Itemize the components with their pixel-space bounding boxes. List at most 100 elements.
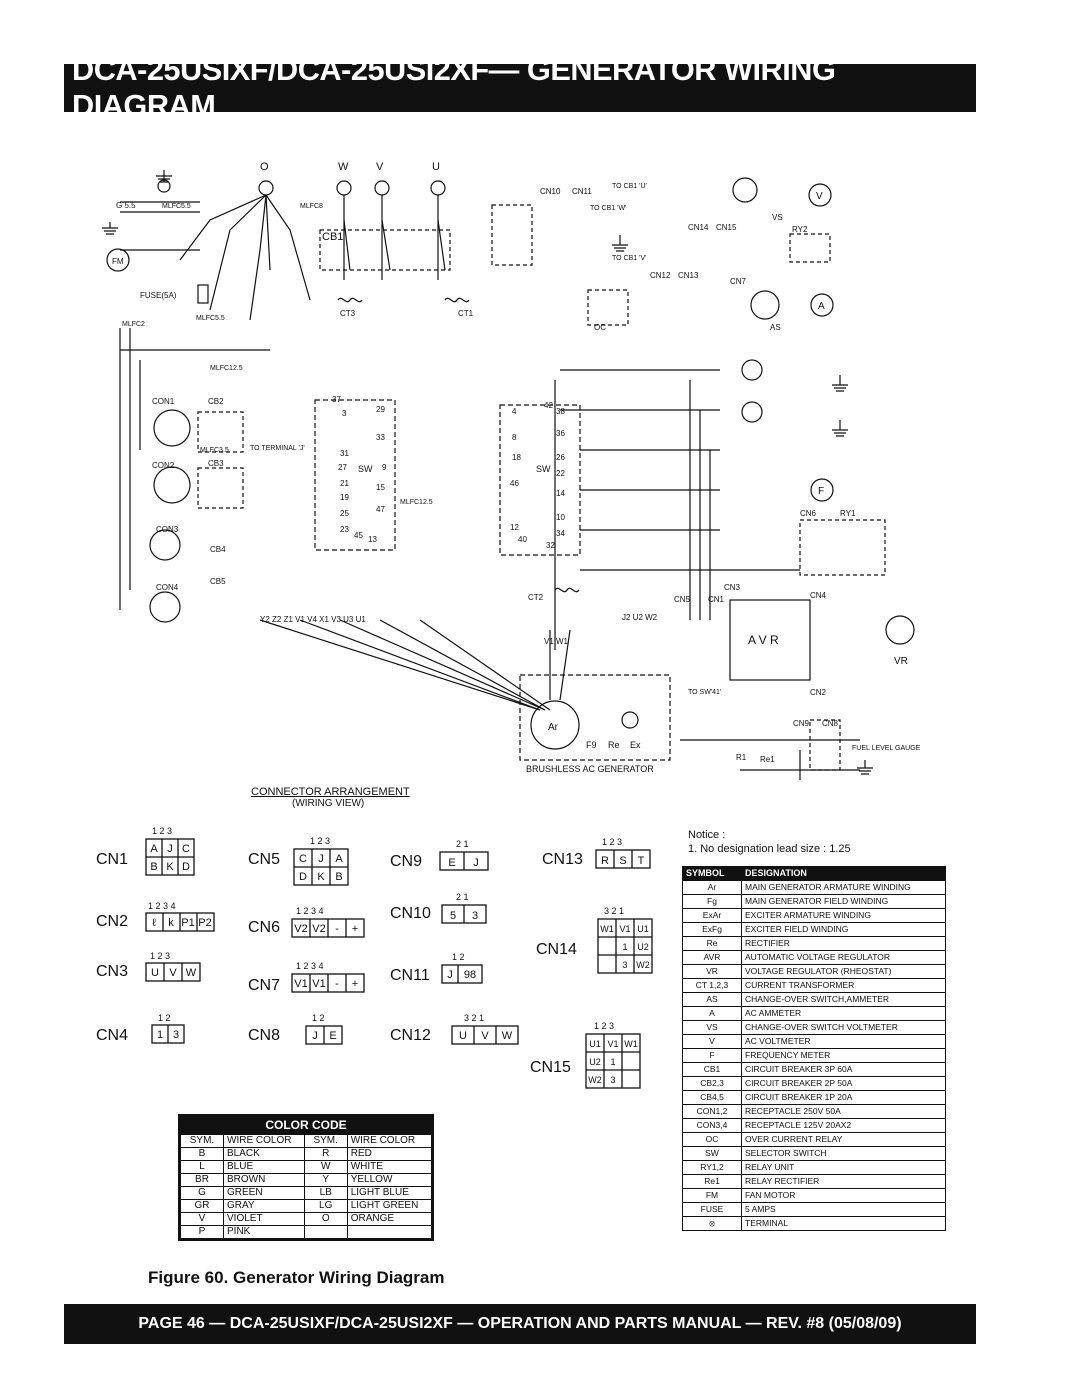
label-ct3: CT3 [340, 309, 356, 318]
sw-right-num-1: 42 [544, 401, 553, 410]
cn13-pins: 1 2 3 [602, 837, 622, 847]
color-symbol-cell: Y [303, 1173, 348, 1187]
color-symbol-cell: P [180, 1225, 224, 1239]
cn14-cell: 3 [622, 960, 627, 970]
wire-color-cell: YELLOW [346, 1173, 433, 1187]
cn6-cell: + [352, 923, 358, 935]
cn2-pins: 1 2 3 4 [148, 901, 176, 911]
meter-a-label: A [818, 301, 825, 312]
label-cn13: CN13 [678, 271, 699, 280]
label-fuel-gauge: FUEL LEVEL GAUGE [852, 745, 921, 752]
color-symbol-cell [303, 1225, 348, 1239]
label-vs: VS [772, 213, 783, 222]
symbol-cell: VR [682, 964, 742, 979]
cn4-name: CN4 [96, 1027, 128, 1044]
designation-cell: FAN MOTOR [741, 1188, 946, 1203]
label-bottom-leads: Y2 Z2 Z1 V1 V4 X1 V3 U3 U1 [260, 615, 366, 624]
symbol-cell: CB4,5 [682, 1090, 742, 1105]
wire-color-cell: BLUE [223, 1160, 305, 1174]
cn3-name: CN3 [96, 963, 128, 980]
symbol-cell: VS [682, 1020, 742, 1035]
cn15-name: CN15 [530, 1059, 571, 1076]
cn10-pins: 2 1 [456, 892, 469, 902]
cn13-cell: T [638, 855, 645, 867]
label-cn2: CN2 [810, 688, 827, 697]
label-mlfc125-c: MLFC12.5 [400, 499, 433, 506]
sw-left-num-7: 21 [340, 479, 349, 488]
label-to-cb1-w: TO CB1 'W' [590, 205, 626, 212]
color-symbol-cell: V [180, 1212, 224, 1226]
symbol-header: SYMBOL [682, 866, 742, 881]
sw-left-num-9: 19 [340, 493, 349, 502]
label-mlfc125-b: MLFC12.5 [210, 365, 243, 372]
label-brushless: BRUSHLESS AC GENERATOR [526, 764, 654, 774]
cn5-cell: B [335, 871, 342, 883]
cn9-name: CN9 [390, 853, 422, 870]
symbol-cell: V [682, 1034, 742, 1049]
designation-cell: CHANGE-OVER SWITCH,AMMETER [741, 992, 946, 1007]
symbol-cell: ExAr [682, 908, 742, 923]
designation-cell: RELAY UNIT [741, 1160, 946, 1175]
cn2-name: CN2 [96, 913, 128, 930]
sw-right-num-8: 46 [510, 479, 519, 488]
cn5-cell: J [318, 853, 324, 865]
symbol-cell: AVR [682, 950, 742, 965]
cn12-cell: U [459, 1030, 467, 1042]
wire-color-cell [346, 1225, 433, 1239]
sym-header: SYM. [180, 1134, 224, 1148]
cn12-cell: W [502, 1030, 513, 1042]
cn3-cell: W [186, 967, 197, 979]
cn7-pins: 1 2 3 4 [296, 961, 324, 971]
cn6-cell: V2 [312, 923, 325, 935]
label-sw-right: SW [536, 464, 551, 474]
symbol-cell: CB1 [682, 1062, 742, 1077]
designation-cell: CHANGE-OVER SWITCH VOLTMETER [741, 1020, 946, 1035]
label-to-terminal: TO TERMINAL 'J' [250, 445, 305, 452]
sw-left-num-3: 33 [376, 433, 385, 442]
cn7-cell: V1 [312, 978, 325, 990]
label-fuse: FUSE(5A) [140, 291, 177, 300]
cn12-cell: V [481, 1030, 489, 1042]
label-cn11: CN11 [572, 187, 592, 196]
color-symbol-cell: O [303, 1212, 348, 1226]
cn1-cell: D [182, 861, 190, 873]
cn3-cell: V [169, 967, 177, 979]
cn15-cell: V1 [607, 1039, 618, 1049]
label-ar: Ar [548, 722, 559, 733]
cn14-cell: U2 [637, 942, 649, 952]
cn10-cell: 3 [472, 910, 478, 922]
symbol-cell: SW [682, 1146, 742, 1161]
wire-color-cell: BLACK [223, 1147, 305, 1161]
meter-f-label: F [818, 486, 824, 497]
cn14-cell: U1 [637, 924, 649, 934]
cn14-cell: V1 [619, 924, 630, 934]
designation-cell: RECEPTACLE 250V 50A [741, 1104, 946, 1119]
cn4-cell: 1 [157, 1029, 163, 1041]
sw-right-num-6: 26 [556, 453, 565, 462]
wire-color-cell: BROWN [223, 1173, 305, 1187]
color-code-header: SYM. WIRE COLOR SYM. WIRE COLOR [180, 1134, 433, 1148]
label-avr: A V R [748, 633, 779, 647]
sw-right-num-7: 22 [556, 469, 565, 478]
sw-left-num-5: 27 [338, 463, 347, 472]
label-ry2: RY2 [792, 225, 808, 234]
wire-color-cell: VIOLET [223, 1212, 305, 1226]
color-symbol-cell: G [180, 1186, 224, 1200]
designation-cell: 5 AMPS [741, 1202, 946, 1217]
cn5-pins: 1 2 3 [310, 836, 330, 846]
wiring-schematic: O W V U G 5.5 MLFC5.5 MLFC8 FM FUSE(5A) … [102, 161, 921, 780]
cn14-name: CN14 [536, 941, 577, 958]
label-cn8: CN8 [822, 719, 839, 728]
cn5-cell: C [299, 853, 307, 865]
sw-left-num-10: 25 [340, 509, 349, 518]
page-footer: PAGE 46 — DCA-25USIXF/DCA-25USI2XF — OPE… [64, 1304, 976, 1344]
wire-color-cell: GREEN [223, 1186, 305, 1200]
